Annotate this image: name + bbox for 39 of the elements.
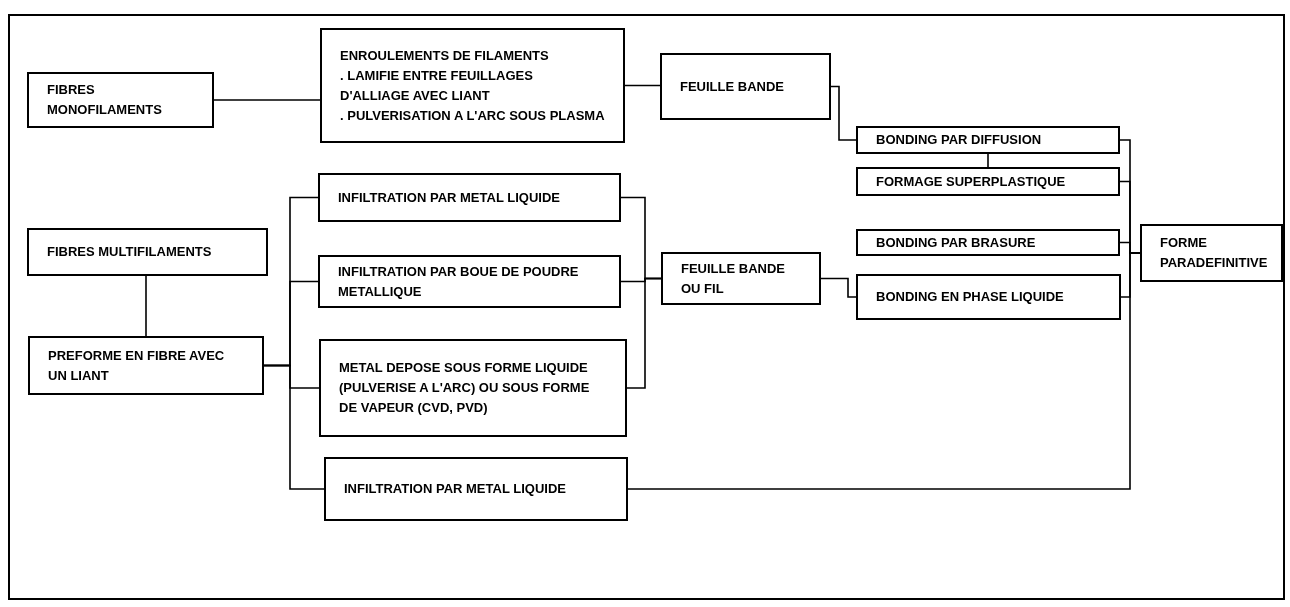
connector-line [624,84,661,87]
process-box [324,457,628,521]
box-text: . LAMIFIE ENTRE FEUILLAGES D'ALLIAGE AVEC LIANT [340,66,534,105]
process-box [27,228,268,276]
box-text: PREFORME EN FIBRE AVEC UN LIANT [48,346,226,385]
connector-line [263,364,325,490]
connector-line [145,275,147,337]
connector-line [213,99,321,101]
process-box [320,28,625,143]
box-text: METAL DEPOSE SOUS FORME LIQUIDE (PULVERISE A L'ARC) OU SOUS FORME DE VAPEUR (CVD, PVD) [339,359,591,417]
process-box [1140,224,1283,282]
box-text: FIBRES MULTIFILAMENTS [47,243,213,261]
process-box [27,72,214,128]
process-box [319,339,627,437]
box-text: . PULVERISATION A L'ARC SOUS PLASMA [340,106,605,125]
connector-line [830,85,857,141]
box-text: FORMAGE SUPERPLASTIQUE [876,172,1067,191]
box-text: INFILTRATION PAR BOUE DE POUDRE METALLIQUE [338,262,580,301]
box-text: FIBRES MONOFILAMENTS [47,81,163,119]
box-text: FEUILLE BANDE OU FIL [681,259,786,298]
process-box [660,53,831,120]
box-text: BONDING EN PHASE LIQUIDE [876,288,1065,306]
box-text: BONDING PAR DIFFUSION [876,131,1043,149]
process-box [28,336,264,395]
connector-line [987,153,989,168]
box-text: INFILTRATION PAR METAL LIQUIDE [344,480,567,498]
connector-line [626,277,662,389]
box-text: BONDING PAR BRASURE [876,233,1037,252]
connector-line [820,277,857,298]
box-text: ENROULEMENTS DE FILAMENTS [340,46,550,65]
process-box [856,126,1120,154]
process-box [856,167,1120,196]
box-text: INFILTRATION PAR METAL LIQUIDE [338,188,561,207]
process-box [856,274,1121,320]
process-box [318,255,621,308]
process-box [661,252,821,305]
process-box [318,173,621,222]
process-box [856,229,1120,256]
box-text: FEUILLE BANDE [680,77,785,96]
